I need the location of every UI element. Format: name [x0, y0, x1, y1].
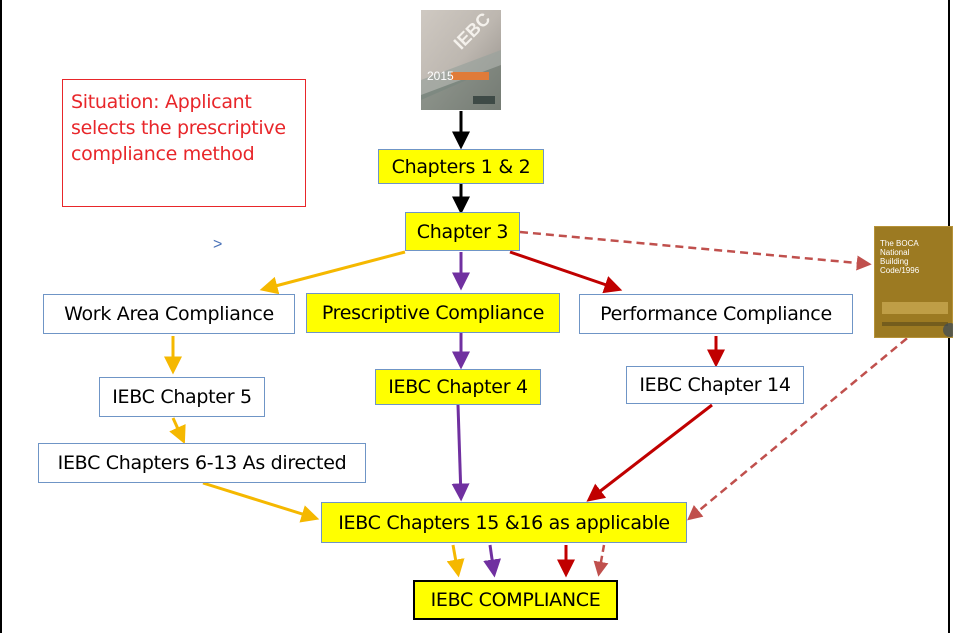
arrow-ch3-to-performance: [509, 250, 623, 294]
frame-left-line: [0, 0, 2, 633]
arrow-ch15-16-to-compliance-yellow: [446, 544, 465, 578]
arrow-ch6-13-to-ch15-16: [202, 481, 320, 523]
boca-book-text: The BOCA National Building Code/1996: [880, 239, 920, 275]
arrow-ch5-to-ch6-13: [169, 417, 186, 445]
box-iebc-chapters-6-13: IEBC Chapters 6-13 As directed: [38, 443, 366, 483]
box-iebc-chapter-4: IEBC Chapter 4: [375, 369, 541, 405]
box-iebc-compliance: IEBC COMPLIANCE: [413, 580, 618, 620]
arrow-ch15-16-to-compliance-dashed: [593, 544, 609, 577]
box-iebc-chapter-14: IEBC Chapter 14: [626, 366, 804, 404]
stray-mark: >: [213, 236, 223, 253]
box-performance-compliance: Performance Compliance: [579, 294, 853, 334]
box-iebc-chapters-15-16: IEBC Chapters 15 &16 as applicable: [321, 502, 687, 543]
situation-note: Situation: Applicant selects the prescri…: [62, 79, 306, 207]
boca-1996-book-cover: The BOCA National Building Code/1996: [874, 226, 953, 338]
box-work-area-compliance: Work Area Compliance: [43, 294, 295, 334]
arrow-ch15-16-to-compliance-purple: [483, 544, 502, 578]
arrow-ch14-to-ch15-16: [586, 403, 713, 502]
box-chapters-1-2: Chapters 1 & 2: [378, 149, 544, 184]
arrow-ch3-to-work-area: [259, 250, 406, 295]
arrow-ch3-to-boca: [519, 230, 872, 271]
iebc-2015-book-cover: IEBC 2015: [421, 10, 501, 110]
iebc-book-year: 2015: [427, 69, 454, 83]
box-chapter-3: Chapter 3: [405, 212, 520, 251]
box-iebc-chapter-5: IEBC Chapter 5: [99, 377, 265, 417]
arrow-boca-to-ch15-16: [687, 329, 918, 521]
arrow-ch4-to-ch15-16: [451, 404, 470, 502]
box-prescriptive-compliance: Prescriptive Compliance: [306, 293, 560, 333]
